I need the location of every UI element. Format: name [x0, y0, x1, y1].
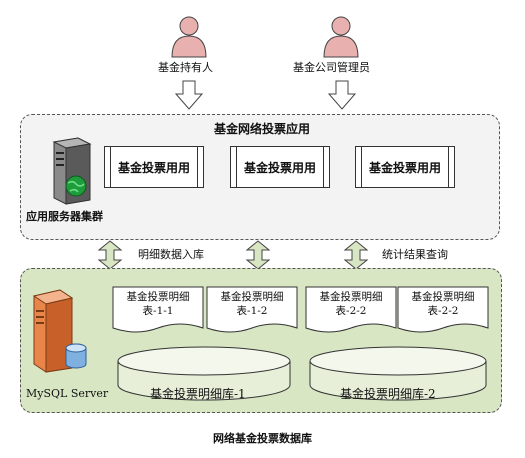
mysql-server-icon — [32, 289, 87, 373]
document-shape — [112, 286, 204, 333]
mysql-server-label: MySQL Server — [26, 387, 109, 400]
table-name: 基金投票明细 — [411, 291, 475, 303]
double-arrow-icon — [246, 240, 270, 270]
database-label-2: 基金投票明细库-2 — [340, 387, 436, 401]
app-box-label: 基金投票用用 — [243, 160, 316, 175]
table-suffix: 表-1-1 — [142, 305, 174, 317]
person-icon — [323, 16, 359, 58]
app-box-label: 基金投票用用 — [117, 160, 190, 175]
table-suffix: 表-2-2 — [427, 305, 459, 317]
app-box-3: 基金投票用用 — [355, 146, 455, 188]
database-cylinder — [309, 346, 487, 401]
table-label-1: 基金投票明细 表-1-1 — [112, 290, 204, 318]
connector-label-query: 统计结果查询 — [382, 248, 448, 261]
table-label-4: 基金投票明细 表-2-2 — [397, 290, 489, 318]
table-name: 基金投票明细 — [126, 291, 190, 303]
table-label-3: 基金投票明细 表-2-2 — [305, 290, 397, 318]
double-arrow-icon — [98, 240, 122, 270]
table-suffix: 表-2-2 — [335, 305, 367, 317]
down-arrow-icon — [328, 80, 356, 110]
document-shape — [397, 286, 489, 333]
table-label-2: 基金投票明细 表-1-2 — [206, 290, 298, 318]
app-box-2: 基金投票用用 — [230, 146, 330, 188]
database-label-1: 基金投票明细库-1 — [150, 387, 246, 401]
document-shape — [206, 286, 298, 333]
document-shape — [305, 286, 397, 333]
actor-label-holder: 基金持有人 — [158, 61, 213, 74]
table-name: 基金投票明细 — [319, 291, 383, 303]
table-suffix: 表-1-2 — [236, 305, 268, 317]
database-cylinder — [117, 346, 291, 401]
double-arrow-icon — [344, 240, 368, 270]
actor-label-admin: 基金公司管理员 — [293, 61, 370, 74]
app-server-label: 应用服务器集群 — [26, 210, 103, 223]
app-box-label: 基金投票用用 — [368, 160, 441, 175]
database-caption: 网络基金投票数据库 — [213, 432, 312, 445]
person-icon — [171, 16, 207, 58]
down-arrow-icon — [175, 80, 203, 110]
application-layer-title: 基金网络投票应用 — [214, 122, 311, 136]
connector-label-ingest: 明细数据入库 — [138, 248, 204, 261]
app-server-icon — [52, 137, 92, 205]
app-box-1: 基金投票用用 — [104, 146, 204, 188]
table-name: 基金投票明细 — [220, 291, 284, 303]
